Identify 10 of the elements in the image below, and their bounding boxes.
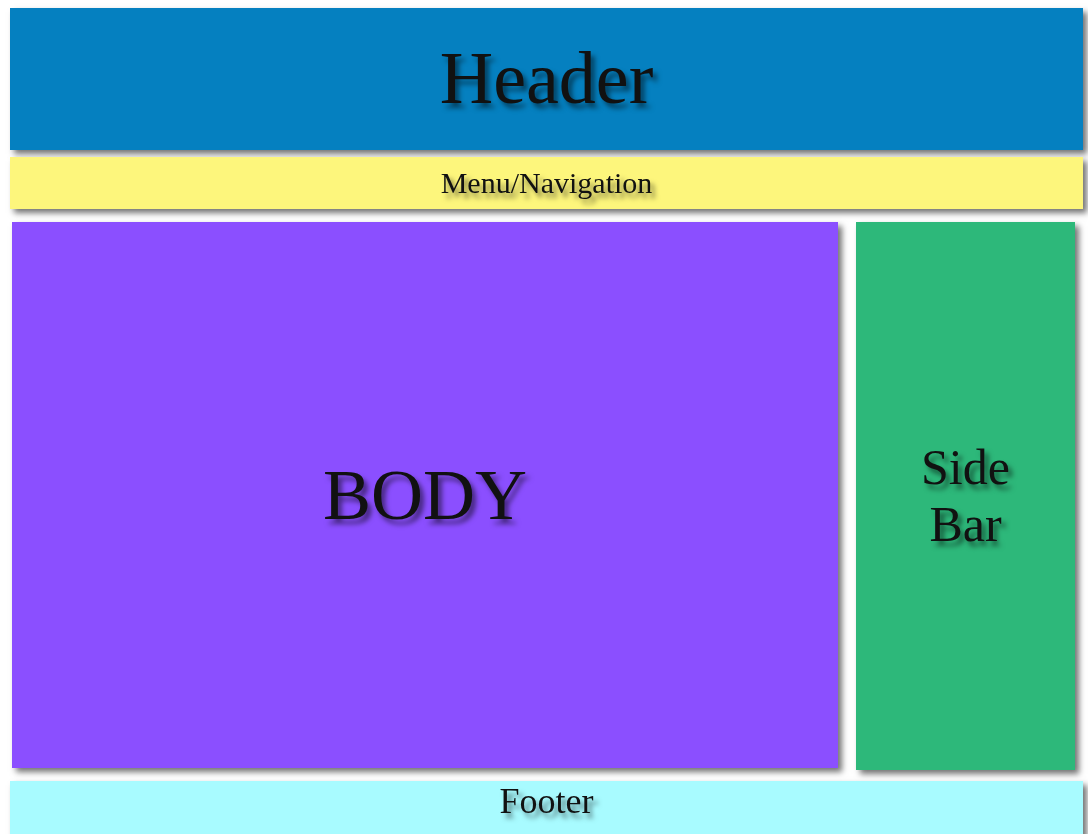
sidebar-area xyxy=(856,222,1075,770)
sidebar-title: Side Bar xyxy=(920,438,1011,554)
header-title: Header xyxy=(439,36,654,122)
navigation-band xyxy=(10,157,1083,209)
header-band xyxy=(10,8,1083,150)
body-area xyxy=(12,222,838,768)
footer-band xyxy=(10,781,1083,834)
body-title: BODY xyxy=(323,453,527,537)
navigation-title: Menu/Navigation xyxy=(440,165,653,201)
footer-title: Footer xyxy=(499,781,594,823)
